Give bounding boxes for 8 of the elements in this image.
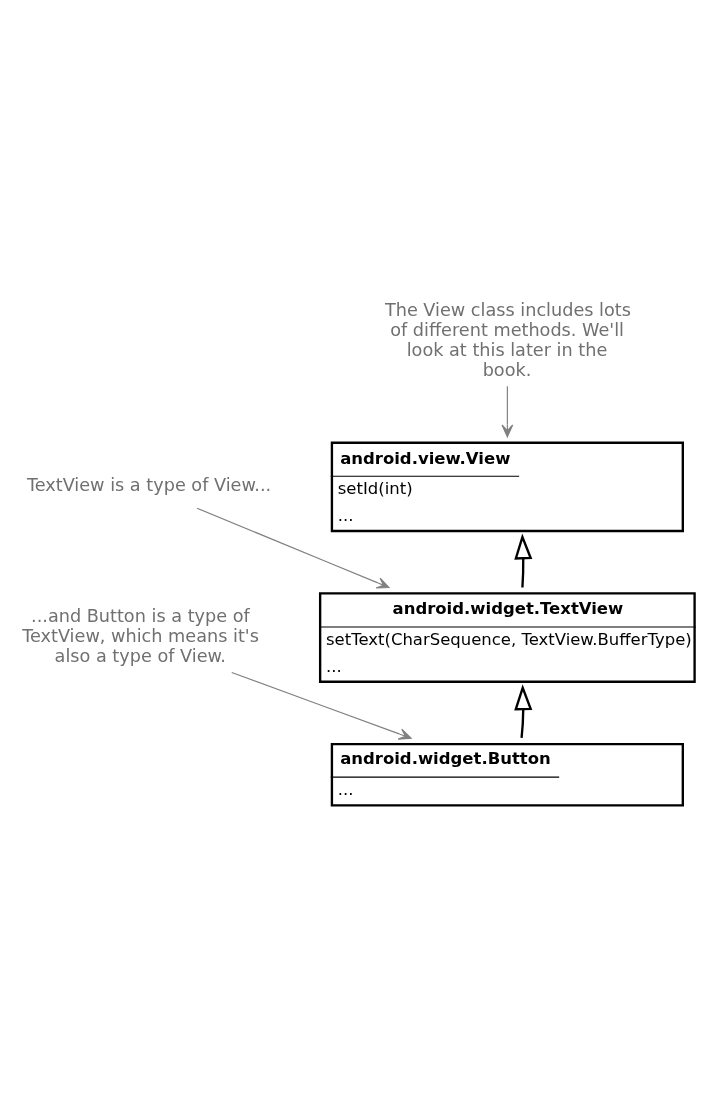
arrow (501, 385, 514, 438)
node-text: The View class includes lots of different methods. We'll look at this later in the book. (384, 299, 631, 380)
arrow (231, 671, 412, 740)
node-text: ...and Button is a type of TextView, which means it's also a type of View. (22, 605, 259, 666)
arrow (514, 533, 533, 588)
node-text: TextView is a type of View... (26, 475, 272, 495)
arrow (514, 684, 533, 739)
arrow (196, 507, 390, 589)
